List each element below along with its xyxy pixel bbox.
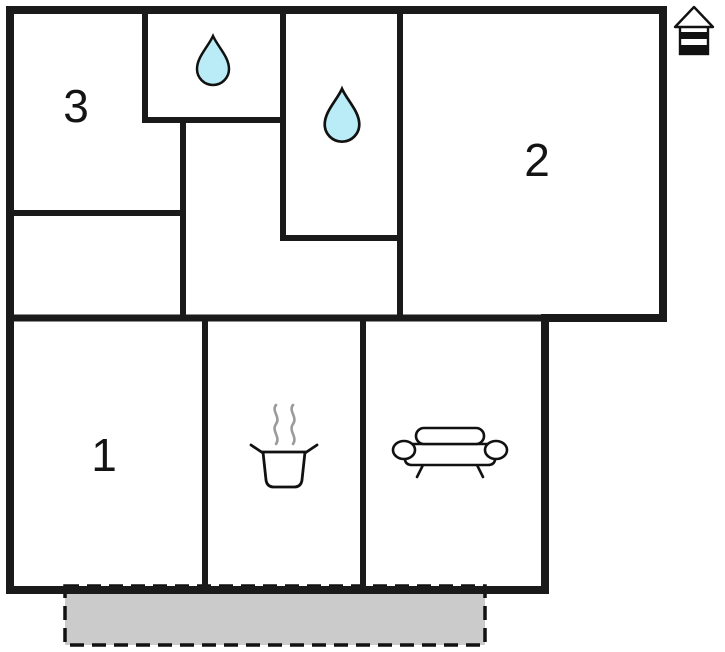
north-indicator-stripe bbox=[681, 45, 707, 53]
steam-line bbox=[290, 403, 296, 446]
pot-handle-left bbox=[249, 443, 265, 455]
water-drop-shape bbox=[195, 32, 231, 87]
terrace-area bbox=[63, 584, 487, 647]
walls bbox=[6, 6, 667, 594]
sofa-armrest-right bbox=[483, 439, 509, 461]
north-indicator-roof bbox=[673, 5, 715, 29]
room2-label: 2 bbox=[524, 134, 550, 186]
steam-lines bbox=[273, 403, 296, 446]
pot-handle-right bbox=[303, 443, 319, 455]
water-drop-icon bbox=[195, 32, 231, 87]
water-drop-shape bbox=[323, 85, 361, 144]
room3-label: 3 bbox=[63, 80, 89, 132]
room1-label: 1 bbox=[91, 429, 117, 481]
sofa-backrest bbox=[414, 426, 486, 446]
pot-body bbox=[261, 450, 307, 489]
north-indicator-stripe bbox=[681, 32, 707, 39]
sofa-armrest-left bbox=[391, 439, 417, 461]
north-indicator-icon bbox=[673, 5, 715, 56]
sofa-seat bbox=[398, 442, 502, 467]
water-drop-icon bbox=[323, 85, 361, 144]
cooking-pot-icon bbox=[249, 403, 319, 489]
steam-line bbox=[273, 403, 279, 446]
sofa-icon bbox=[391, 426, 509, 479]
pot-body-group bbox=[249, 443, 319, 489]
